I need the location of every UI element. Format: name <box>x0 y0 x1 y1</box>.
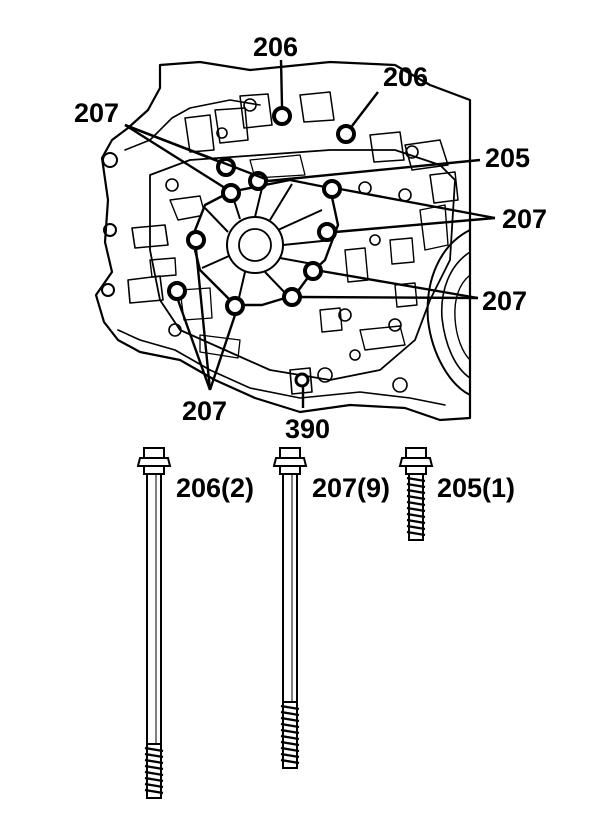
bolt-207-marker-e <box>303 261 323 281</box>
bolt-205-drawing <box>398 447 434 541</box>
bolt-206-right-marker <box>336 124 356 144</box>
part-390-marker <box>294 372 310 388</box>
accumulator-cover-plate <box>190 178 340 307</box>
callout-390: 390 <box>285 414 330 444</box>
callout-labels: 206 206 207 205 207 207 207 390 <box>74 32 547 444</box>
bolt-207-marker-h <box>167 281 187 301</box>
bolt-207-marker-b <box>221 183 241 203</box>
bolt-207-drawing <box>272 447 308 769</box>
bolt-207-marker-i <box>225 296 245 316</box>
bolt-207-marker-d <box>317 222 337 242</box>
bolt-207-marker-f <box>282 287 302 307</box>
callout-206-top: 206 <box>253 32 298 62</box>
callout-205: 205 <box>485 143 530 173</box>
bolt-206-drawing <box>136 447 172 799</box>
bolt-207-marker-g <box>186 230 206 250</box>
callout-207-upper-left: 207 <box>74 98 119 128</box>
fastener-labels: 206(2) 207(9) 205(1) <box>176 473 515 503</box>
transmission-housing-drawing <box>94 60 472 422</box>
bolt-206-label: 206(2) <box>176 473 254 503</box>
callout-207-right-lower: 207 <box>482 286 527 316</box>
callout-207-bottom: 207 <box>182 396 227 426</box>
bolt-205-label: 205(1) <box>437 473 515 503</box>
callout-207-right-upper: 207 <box>502 204 547 234</box>
bolt-207-marker-c <box>322 179 342 199</box>
callout-206-right: 206 <box>383 62 428 92</box>
bolt-207-label: 207(9) <box>312 473 390 503</box>
bolt-206-top-marker <box>272 106 292 126</box>
leader-lines <box>124 59 496 408</box>
bolt-markers <box>167 106 356 388</box>
